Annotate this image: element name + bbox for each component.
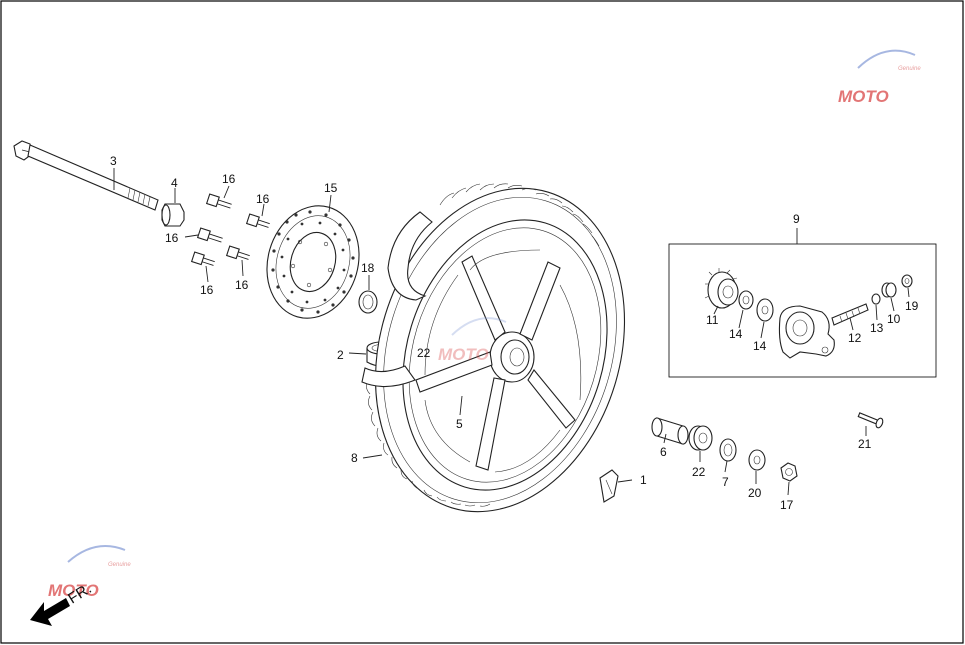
label-22b: 22 (692, 465, 706, 479)
gearbox-housing-part[interactable] (778, 305, 835, 359)
label-20: 20 (748, 486, 762, 500)
balance-weight-part[interactable] (599, 469, 619, 503)
axle-part[interactable] (13, 140, 159, 211)
label-16b: 16 (256, 192, 270, 206)
label-22a: 22 (417, 346, 431, 360)
label-15: 15 (324, 181, 338, 195)
washer-part[interactable] (748, 449, 766, 471)
label-16c: 16 (165, 231, 179, 245)
label-9: 9 (793, 212, 800, 226)
label-3: 3 (110, 154, 117, 168)
label-1: 1 (640, 473, 647, 487)
label-6: 6 (660, 445, 667, 459)
watermark-brand-text-bl: MOTO (48, 581, 99, 600)
label-4: 4 (171, 176, 178, 190)
screw-part[interactable] (857, 410, 884, 429)
brake-disc-part[interactable] (254, 195, 372, 329)
spacer-part[interactable] (651, 417, 689, 445)
label-14a: 14 (729, 327, 743, 341)
label-21: 21 (858, 437, 872, 451)
washer-part-14a[interactable] (738, 290, 754, 310)
label-16a: 16 (222, 172, 236, 186)
disc-bolt-group[interactable] (190, 193, 271, 268)
watermark-sub-text-bl: Genuine (108, 562, 131, 568)
label-12: 12 (848, 331, 862, 345)
label-2: 2 (337, 348, 344, 362)
label-13: 13 (870, 321, 884, 335)
axle-nut-part[interactable] (780, 462, 798, 482)
label-8: 8 (351, 451, 358, 465)
washer-part-13[interactable] (871, 293, 881, 305)
watermark-logo-top-right: MOTO Genuine (838, 49, 921, 106)
watermark-logo-center: MOTO (438, 317, 507, 364)
label-11: 11 (706, 313, 719, 327)
label-10: 10 (887, 312, 901, 326)
part-labels: 1 2 3 4 5 6 7 8 9 10 11 12 13 14 14 15 1… (110, 154, 919, 512)
bearing-part-right[interactable] (688, 425, 713, 451)
drive-pinion-part[interactable] (831, 303, 869, 326)
label-16e: 16 (200, 283, 214, 297)
label-16d: 16 (235, 278, 249, 292)
label-5: 5 (456, 417, 463, 431)
washer-part-19[interactable] (901, 274, 913, 288)
label-18: 18 (361, 261, 375, 275)
washer-part-14b[interactable] (756, 298, 774, 322)
collar-part[interactable] (161, 203, 185, 227)
wheel-and-tire[interactable] (337, 157, 663, 543)
oil-seal-part[interactable] (358, 290, 378, 314)
watermark-brand-text: MOTO (838, 87, 889, 106)
speedometer-assembly-box (668, 243, 937, 378)
watermark-sub-text: Genuine (898, 66, 921, 72)
label-19: 19 (905, 299, 919, 313)
label-17: 17 (780, 498, 794, 512)
label-7: 7 (722, 475, 729, 489)
watermark-brand-text-center: MOTO (438, 345, 489, 364)
seal-part-10[interactable] (881, 282, 897, 298)
label-14b: 14 (753, 339, 767, 353)
retainer-clip-part[interactable] (719, 438, 737, 462)
arrow-icon (30, 598, 70, 626)
watermark-logo-bottom-left: MOTO Genuine (48, 545, 131, 600)
speedometer-gear-part[interactable] (704, 268, 739, 309)
